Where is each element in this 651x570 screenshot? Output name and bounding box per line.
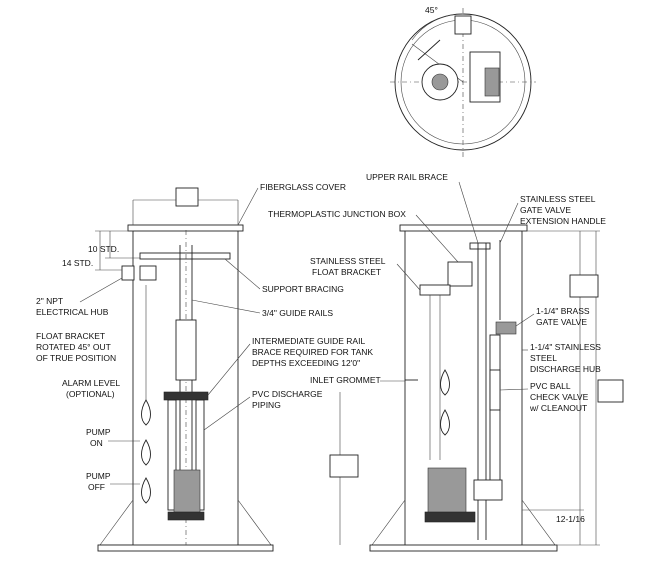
left-electrical-hub bbox=[121, 265, 135, 281]
label-14-std: 14 STD. bbox=[62, 258, 93, 268]
right-pump bbox=[427, 467, 467, 519]
right-float-bracket bbox=[419, 284, 451, 296]
angle-arc bbox=[411, 13, 464, 41]
top-valve bbox=[484, 67, 500, 97]
left-base-slab bbox=[97, 544, 274, 552]
right-dim-box-lower bbox=[597, 379, 624, 403]
label-pump-off-2: OFF bbox=[88, 482, 105, 492]
right-view bbox=[329, 224, 624, 552]
pump-on-float bbox=[141, 439, 151, 466]
right-base-flange-right bbox=[521, 499, 556, 546]
left-intermediate-brace bbox=[163, 391, 209, 401]
right-upper-rail-brace bbox=[469, 242, 491, 250]
right-pump-base bbox=[424, 511, 476, 523]
top-pump-core bbox=[431, 73, 449, 91]
left-cover-handle bbox=[175, 187, 199, 207]
label-electrical-hub-2: ELECTRICAL HUB bbox=[36, 307, 109, 317]
label-gate-valve-handle-3: EXTENSION HANDLE bbox=[520, 216, 606, 226]
label-brass-gate-valve-2: GATE VALVE bbox=[536, 317, 587, 327]
label-pvc-discharge-1: PVC DISCHARGE bbox=[252, 389, 323, 399]
right-base-slab bbox=[369, 544, 558, 552]
label-electrical-hub-1: 2" NPT bbox=[36, 296, 63, 306]
label-float-bracket-1: FLOAT BRACKET bbox=[36, 331, 105, 341]
label-intermediate-brace-1: INTERMEDIATE GUIDE RAIL bbox=[252, 336, 365, 346]
label-guide-rails: 3/4" GUIDE RAILS bbox=[262, 308, 333, 318]
label-pvc-discharge-2: PIPING bbox=[252, 400, 281, 410]
label-intermediate-brace-2: BRACE REQUIRED FOR TANK bbox=[252, 347, 373, 357]
alarm-float bbox=[141, 399, 151, 426]
top-float-bracket bbox=[417, 39, 441, 61]
angle-label: 45° bbox=[425, 5, 438, 15]
label-support-bracing: SUPPORT BRACING bbox=[262, 284, 344, 294]
left-view bbox=[95, 187, 274, 552]
left-pvc-pipe-1 bbox=[167, 399, 177, 511]
label-pump-on-2: ON bbox=[90, 438, 103, 448]
left-support-bracing bbox=[139, 252, 231, 260]
top-view: 45° bbox=[390, 5, 536, 158]
left-base-flange-left bbox=[99, 499, 134, 546]
left-pump-base bbox=[167, 511, 205, 521]
label-fiberglass-cover: FIBERGLASS COVER bbox=[260, 182, 346, 192]
label-upper-rail-brace: UPPER RAIL BRACE bbox=[366, 172, 448, 182]
label-float-bracket-3: OF TRUE POSITION bbox=[36, 353, 116, 363]
label-check-valve-3: w/ CLEANOUT bbox=[529, 403, 587, 413]
label-ss-discharge-hub-1: 1-1/4" STAINLESS bbox=[530, 342, 601, 352]
label-check-valve-1: PVC BALL bbox=[530, 381, 571, 391]
right-base-flange-left bbox=[371, 499, 406, 546]
label-float-bracket-2: ROTATED 45° OUT bbox=[36, 342, 111, 352]
label-alarm-level-2: (OPTIONAL) bbox=[66, 389, 115, 399]
right-junction-box bbox=[447, 261, 473, 287]
label-ss-float-bracket-2: FLOAT BRACKET bbox=[312, 267, 381, 277]
right-cover bbox=[399, 224, 528, 232]
right-dim-box-upper bbox=[569, 274, 599, 298]
label-10-std: 10 STD. bbox=[88, 244, 119, 254]
label-alarm-level-1: ALARM LEVEL bbox=[62, 378, 120, 388]
right-gate-valve bbox=[495, 321, 517, 335]
left-side-dim-box bbox=[329, 454, 359, 478]
pump-off-float bbox=[141, 477, 151, 504]
label-gate-valve-handle-1: STAINLESS STEEL bbox=[520, 194, 596, 204]
label-inlet-grommet: INLET GROMMET bbox=[310, 375, 381, 385]
left-fiberglass-cover bbox=[127, 224, 244, 232]
top-junction-box bbox=[454, 15, 472, 35]
label-check-valve-2: CHECK VALVE bbox=[530, 392, 589, 402]
left-pump bbox=[173, 469, 201, 516]
left-view-labels: FIBERGLASS COVER 10 STD. 14 STD. 2" NPT … bbox=[36, 182, 373, 492]
label-brass-gate-valve-1: 1-1/4" BRASS bbox=[536, 306, 590, 316]
label-ss-discharge-hub-2: STEEL bbox=[530, 353, 557, 363]
label-pump-on-1: PUMP bbox=[86, 427, 111, 437]
label-ss-float-bracket-1: STAINLESS STEEL bbox=[310, 256, 386, 266]
label-gate-valve-handle-2: GATE VALVE bbox=[520, 205, 571, 215]
right-check-valve bbox=[489, 369, 501, 411]
left-base-flange-right bbox=[237, 499, 272, 546]
label-intermediate-brace-3: DEPTHS EXCEEDING 12'0" bbox=[252, 358, 360, 368]
right-view-labels: UPPER RAIL BRACE THERMOPLASTIC JUNCTION … bbox=[268, 172, 606, 524]
left-valve-assembly bbox=[175, 319, 197, 381]
right-discharge-elbow bbox=[473, 479, 503, 501]
left-junction-box bbox=[139, 265, 157, 281]
label-pump-off-1: PUMP bbox=[86, 471, 111, 481]
label-ss-discharge-hub-3: DISCHARGE HUB bbox=[530, 364, 601, 374]
label-junction-box: THERMOPLASTIC JUNCTION BOX bbox=[268, 209, 406, 219]
label-dim-bottom: 12-1/16 bbox=[556, 514, 585, 524]
